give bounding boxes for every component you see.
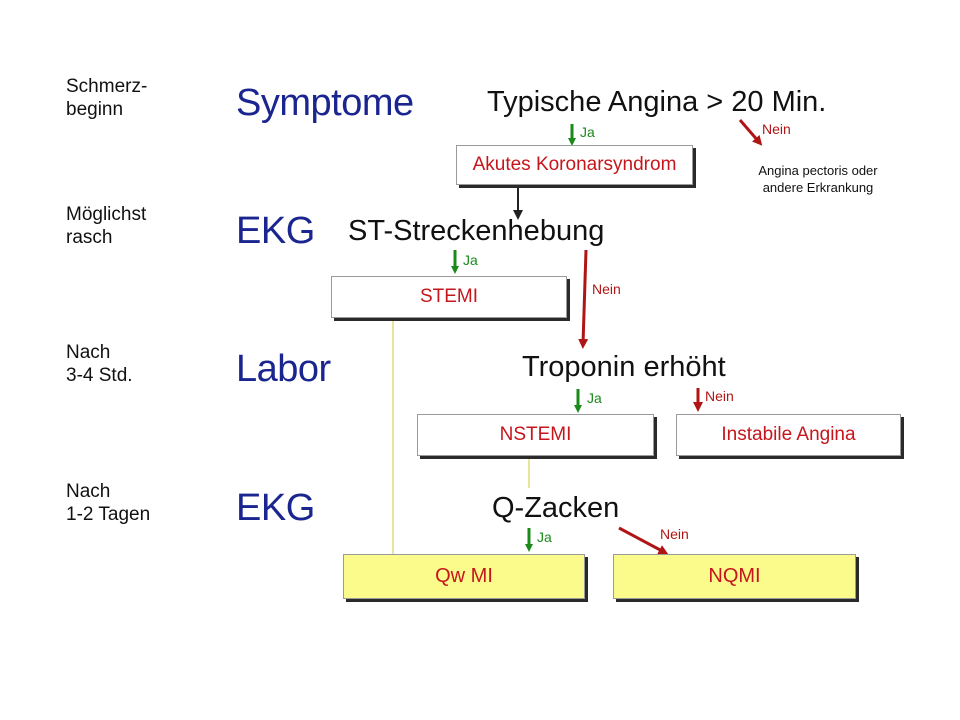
box-nstemi: NSTEMI — [417, 414, 654, 456]
box-nqmi: NQMI — [613, 554, 856, 599]
stage-text: Nach 3-4 Std. — [66, 342, 133, 386]
box-label: Akutes Koronarsyndrom — [472, 154, 677, 175]
box-akutes-koronarsyndrom: Akutes Koronarsyndrom — [456, 145, 693, 185]
question-st-streckenhebung: ST-Streckenhebung — [348, 215, 605, 247]
label-nein-1: Nein — [762, 121, 791, 137]
box-label: STEMI — [419, 286, 479, 307]
arrow-nein-4 — [618, 526, 669, 555]
label-ja-2: Ja — [463, 252, 478, 268]
box-label: NSTEMI — [499, 424, 572, 445]
stage-text: Möglichst rasch — [66, 204, 147, 248]
stage-label-3: Nach 3-4 Std. — [66, 341, 206, 387]
stage-label-4: Nach 1-2 Tagen — [66, 480, 206, 526]
label-ja-4: Ja — [537, 529, 552, 545]
stage-text: Schmerz- beginn — [66, 76, 148, 120]
box-label: Instabile Angina — [721, 424, 856, 445]
label-ja-3: Ja — [587, 390, 602, 406]
label-nein-2: Nein — [592, 281, 621, 297]
question-typische-angina: Typische Angina > 20 Min. — [487, 86, 827, 118]
label-nein-3: Nein — [705, 388, 734, 404]
box-label: NQMI — [708, 565, 761, 587]
arrow-nein-1 — [738, 119, 763, 146]
box-stemi: STEMI — [331, 276, 567, 318]
category-ekg-2: EKG — [236, 487, 315, 529]
box-qw-mi: Qw MI — [343, 554, 585, 599]
question-q-zacken: Q-Zacken — [492, 492, 620, 524]
stage-label-1: Schmerz- beginn — [66, 75, 206, 121]
label-nein-4: Nein — [660, 526, 689, 542]
stage-text: Nach 1-2 Tagen — [66, 481, 151, 525]
note-text: Angina pectoris oder andere Erkrankung — [758, 163, 878, 195]
category-symptome: Symptome — [236, 82, 414, 124]
category-labor: Labor — [236, 348, 331, 390]
box-label: Qw MI — [435, 565, 493, 587]
question-troponin: Troponin erhöht — [522, 351, 726, 383]
stage-label-2: Möglichst rasch — [66, 203, 206, 249]
note-angina-pectoris: Angina pectoris oder andere Erkrankung — [743, 162, 893, 196]
box-instabile-angina: Instabile Angina — [676, 414, 901, 456]
category-ekg-1: EKG — [236, 210, 315, 252]
label-ja-1: Ja — [580, 124, 595, 140]
arrow-nein-2 — [578, 249, 589, 349]
